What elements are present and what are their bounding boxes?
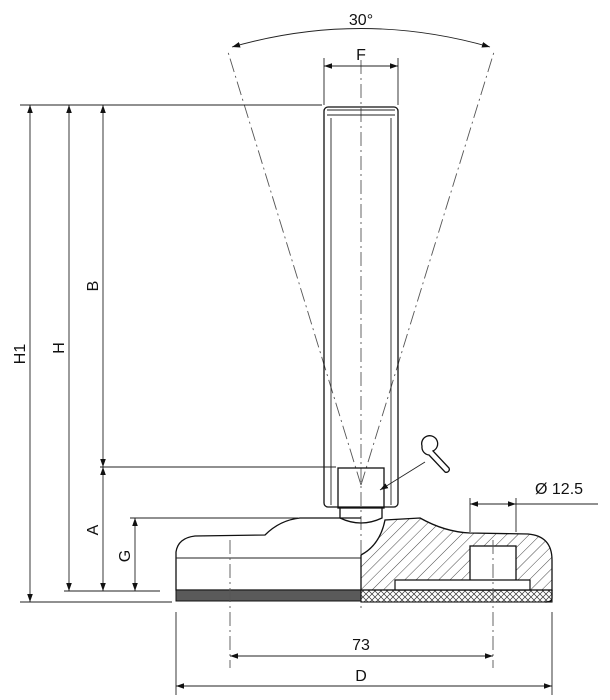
dimension-hole-diameter: Ø 12.5: [469, 481, 598, 532]
threaded-stem: [323, 106, 399, 524]
dimension-F: F: [323, 47, 399, 105]
dimension-B: B: [85, 105, 106, 467]
angle-cone: 30°: [227, 12, 495, 610]
dimension-D: D: [175, 612, 553, 695]
label-F: F: [356, 47, 366, 64]
dimension-73: 73: [229, 540, 494, 668]
label-73: 73: [352, 637, 370, 654]
wrench-icon: [379, 435, 450, 491]
dimension-H: H: [51, 105, 72, 591]
base-section-half: [360, 517, 553, 603]
base-outline-half: [175, 517, 362, 602]
label-hole-diameter: Ø 12.5: [535, 481, 583, 498]
label-B: B: [85, 281, 102, 292]
dimension-G: G: [117, 518, 138, 591]
angle-label: 30°: [349, 12, 373, 29]
label-A: A: [85, 524, 102, 535]
dimension-A: A: [85, 467, 106, 591]
label-D: D: [355, 668, 367, 685]
angle-dimension-arc: [231, 28, 491, 48]
label-H1: H1: [12, 344, 29, 365]
anti-slip-pad: [175, 589, 362, 602]
label-G: G: [117, 550, 134, 562]
dimension-H1: H1: [12, 105, 33, 602]
label-H: H: [51, 342, 68, 354]
